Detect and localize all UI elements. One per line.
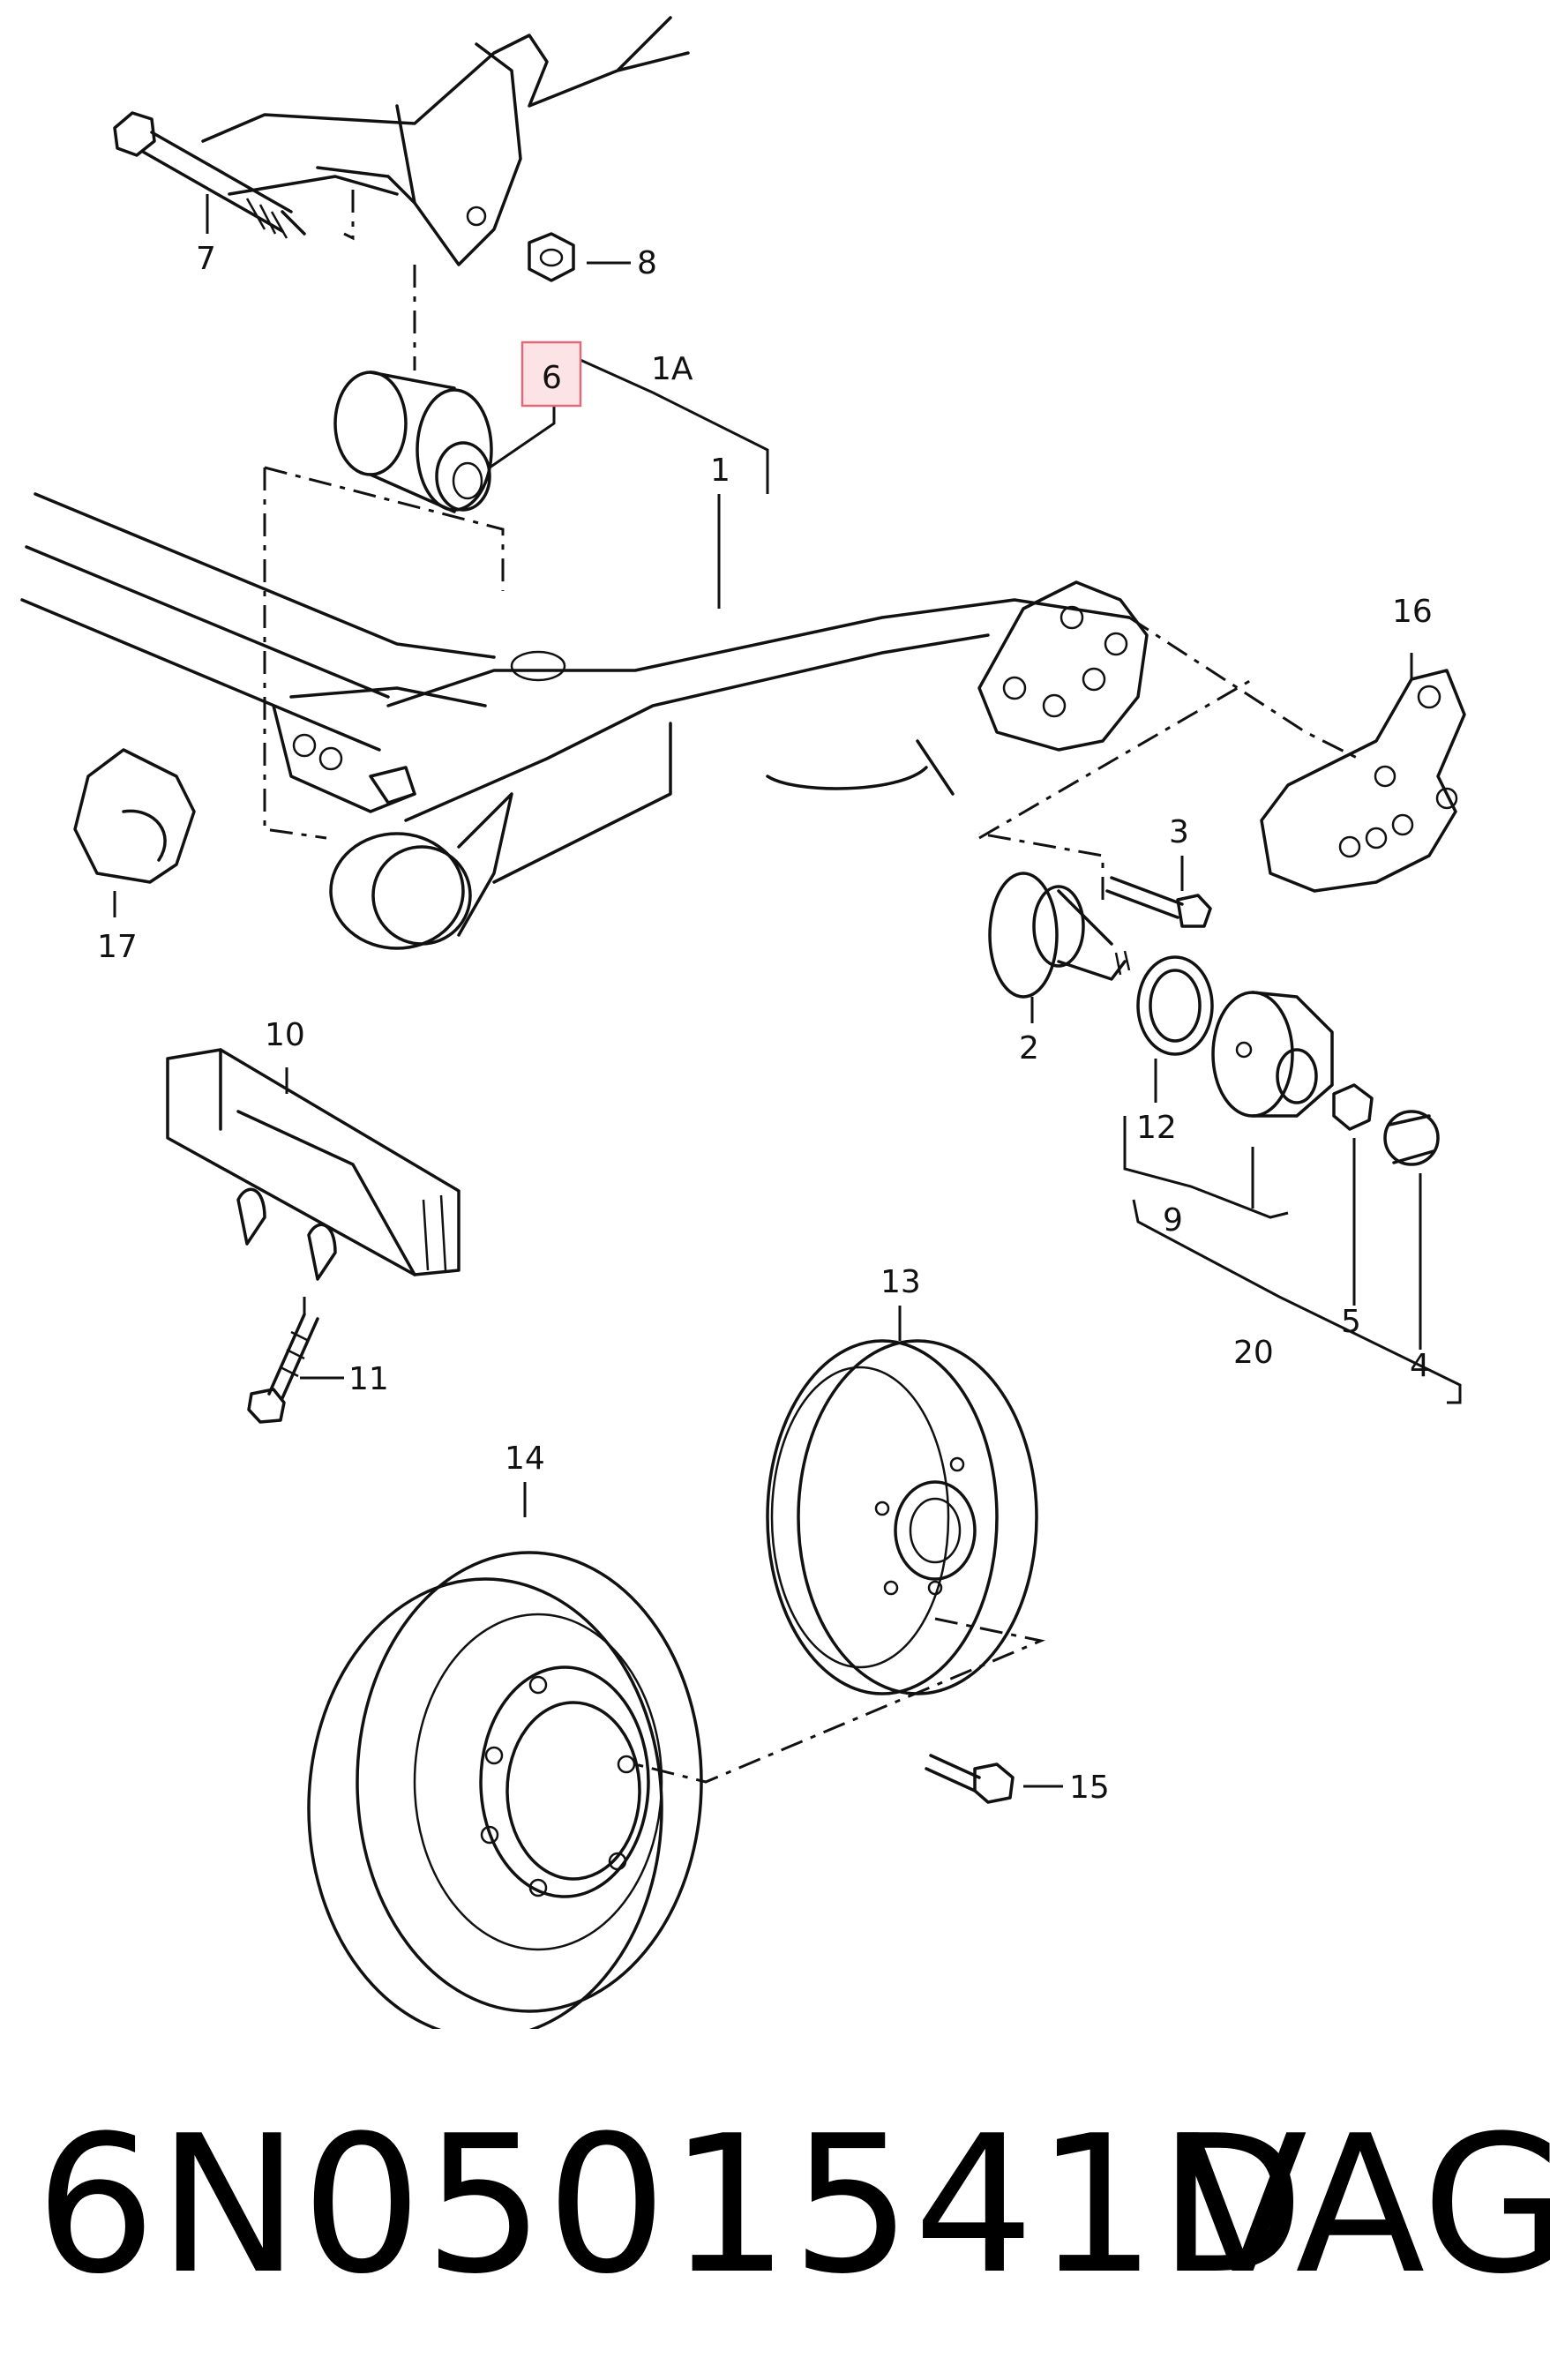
abs-sensor-ring-12: [1136, 955, 1214, 1056]
brake-disc-14: [307, 1551, 703, 2029]
stub-axle-2: [988, 872, 1131, 999]
callout-7: 7: [196, 241, 216, 277]
stub-axle-plate-16: [1260, 669, 1466, 893]
hub-nut-5: [1332, 1083, 1374, 1131]
rear-axle-beam: [20, 492, 1149, 950]
clip-17: [73, 748, 196, 884]
callout-5: 5: [1341, 1304, 1361, 1340]
bolt-3: [1105, 876, 1212, 928]
footer: 6N0501541D VAG: [0, 2073, 1550, 2338]
exploded-parts-diagram: 7 8 6 1A 1 16 3 2 17 10 11 12 9 5 20 4 1…: [20, 16, 1466, 2029]
leader-lines: [113, 194, 1462, 1788]
callout-1A: 1A: [651, 351, 693, 387]
callout-17: 17: [97, 929, 138, 965]
bolt-15: [925, 1754, 1015, 1804]
highlight-box: [520, 341, 582, 408]
assembly-lines: [263, 190, 1359, 1784]
brake-drum-13: [766, 1339, 1038, 1695]
callout-4: 4: [1410, 1348, 1430, 1384]
callout-9: 9: [1163, 1202, 1183, 1239]
buffer-block-10: [166, 1048, 461, 1281]
nut-8: [528, 232, 575, 282]
callout-12: 12: [1136, 1110, 1177, 1146]
bolt-7: [113, 111, 306, 239]
dust-cap-4: [1383, 1110, 1440, 1166]
part-number: 6N0501541D: [35, 2094, 1307, 2316]
bushing-6: [333, 370, 493, 513]
callout-2: 2: [1019, 1030, 1039, 1067]
callout-10: 10: [265, 1017, 305, 1053]
brand-name: VAG: [1178, 2094, 1550, 2316]
callout-1: 1: [710, 453, 730, 489]
callout-15: 15: [1069, 1770, 1110, 1806]
callout-labels: 7 8 6 1A 1 16 3 2 17 10 11 12 9 5 20 4 1…: [97, 241, 1433, 1806]
callout-8: 8: [637, 245, 657, 281]
callout-6: 6: [542, 360, 562, 396]
wheel-hub-9: [1211, 991, 1334, 1118]
callout-13: 13: [880, 1264, 921, 1300]
screw-11: [247, 1313, 319, 1424]
callout-3: 3: [1169, 814, 1189, 850]
callout-14: 14: [505, 1441, 545, 1477]
body-mount-bracket: [201, 16, 690, 266]
callout-20: 20: [1233, 1335, 1274, 1371]
callout-11: 11: [348, 1361, 389, 1397]
callout-16: 16: [1392, 594, 1433, 630]
